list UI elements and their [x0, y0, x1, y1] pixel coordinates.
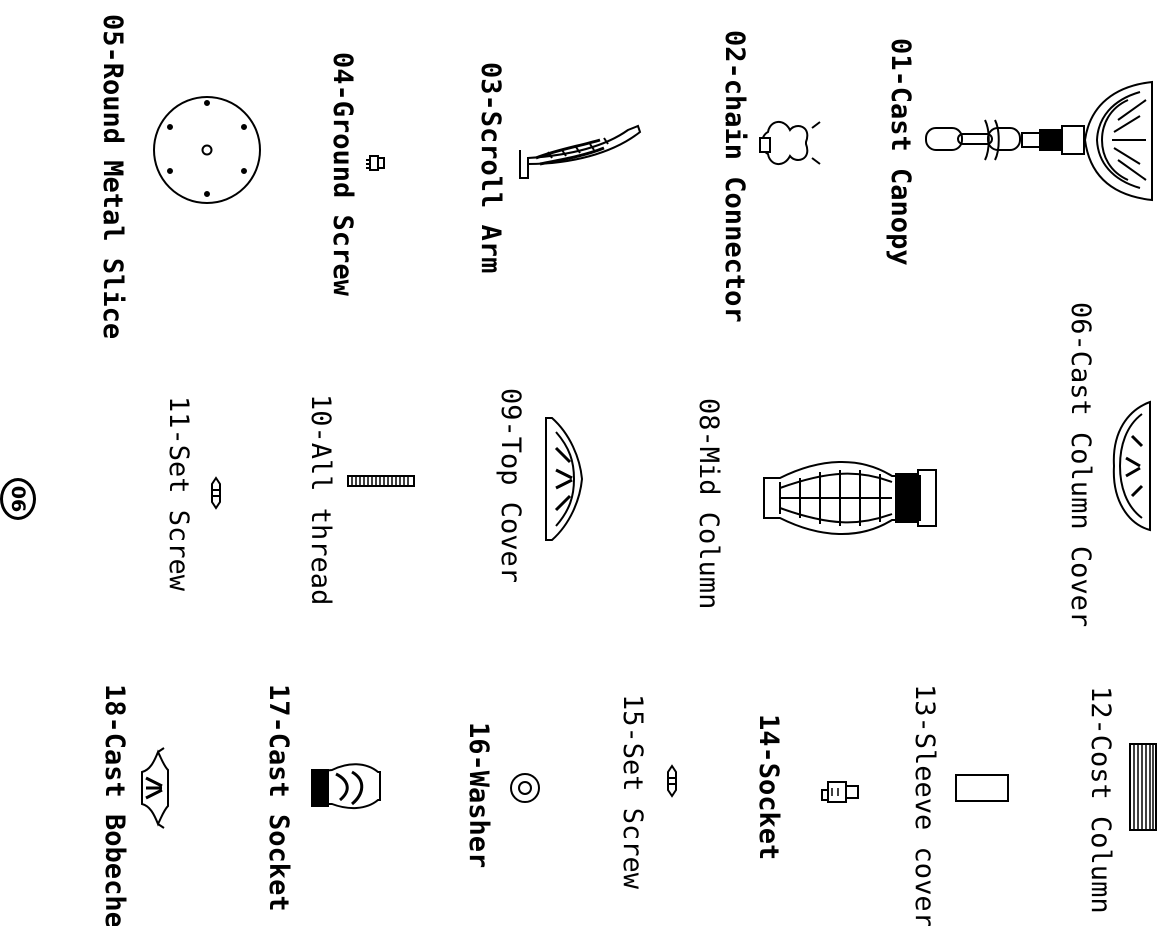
- cast-column-cover-icon: [1112, 400, 1151, 532]
- set-screw-2-icon: [667, 764, 677, 798]
- top-cover-icon: [545, 417, 584, 541]
- socket-icon: [821, 781, 859, 803]
- label-02-chain-connector: 02-chain Connector: [719, 30, 750, 323]
- label-18-cast-bobeche: 18-Cast Bobeche: [99, 684, 130, 926]
- cast-bobeche-icon: [141, 747, 169, 829]
- label-09-top-cover: 09-Top Cover: [495, 388, 526, 584]
- label-12-cost-column: 12-Cost Column: [1085, 686, 1116, 914]
- cast-socket-icon: [311, 763, 381, 810]
- round-metal-slice-icon: [153, 96, 261, 204]
- label-14-socket: 14-Socket: [753, 714, 784, 861]
- scroll-arm-icon: [519, 124, 642, 179]
- ground-screw-icon: [366, 155, 385, 171]
- label-15-set-screw: 15-Set Screw: [617, 694, 648, 890]
- label-17-cast-socket: 17-Cast Socket: [263, 684, 294, 912]
- mid-column-icon: [763, 461, 937, 535]
- cast-canopy-icon: [925, 80, 1153, 202]
- label-04-ground-screw: 04-Ground Screw: [327, 52, 358, 296]
- label-06-cast-column-cover: 06-Cast Column Cover: [1065, 302, 1096, 628]
- label-13-sleeve-cover: 13-Sleeve cover: [909, 684, 940, 926]
- label-05-round-metal-slice: 05-Round Metal Slice: [97, 14, 128, 340]
- chain-connector-icon: [759, 121, 821, 165]
- label-03-scroll-arm: 03-Scroll Arm: [475, 62, 506, 274]
- set-screw-icon: [211, 476, 221, 510]
- page-number: 06: [7, 485, 29, 513]
- cost-column-icon: [1129, 743, 1157, 831]
- label-16-washer: 16-Washer: [463, 722, 494, 869]
- label-11-set-screw: 11-Set Screw: [163, 396, 194, 592]
- sleeve-cover-icon: [955, 774, 1009, 802]
- page-number-badge: 06: [0, 478, 36, 520]
- label-10-all-thread: 10-All thread: [305, 394, 336, 606]
- washer-icon: [510, 773, 540, 803]
- all-thread-icon: [347, 475, 415, 487]
- label-01-cast-canopy: 01-Cast Canopy: [885, 38, 916, 266]
- label-08-mid-column: 08-Mid Column: [693, 398, 724, 610]
